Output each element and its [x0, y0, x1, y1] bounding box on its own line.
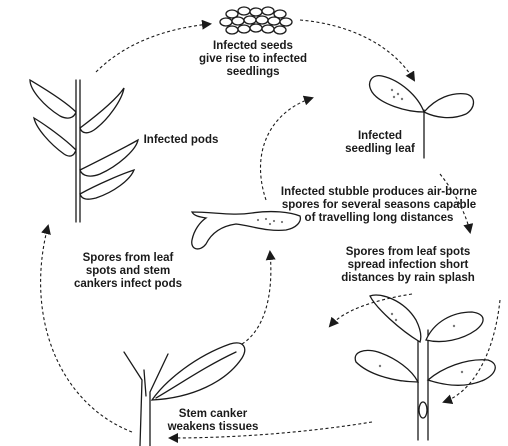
- infected-seeds-label: Infected seeds give rise to infected see…: [158, 40, 348, 79]
- pods-infection-line-3: cankers infect pods: [58, 278, 198, 291]
- infected-seedling-line-1: Infected: [320, 130, 440, 143]
- pods-infection-line-1: Spores from leaf: [58, 252, 198, 265]
- infected-pods-illustration: [30, 80, 138, 222]
- infected-seeds-line-2: give rise to infected: [158, 53, 348, 66]
- rain-splash-label: Spores from leaf spots spread infection …: [318, 246, 498, 285]
- infected-stubble-label: Infected stubble produces air-borne spor…: [250, 186, 508, 225]
- leaf-spot-plant-illustration: [355, 295, 495, 440]
- rain-splash-line-2: spread infection short: [318, 259, 498, 272]
- pods-infection-line-2: spots and stem: [58, 265, 198, 278]
- infected-stubble-line-1: Infected stubble produces air-borne: [250, 186, 508, 199]
- infected-seeds-illustration: [220, 7, 292, 34]
- stem-canker-line-2: weakens tissues: [148, 421, 278, 434]
- pods-infection-label: Spores from leaf spots and stem cankers …: [58, 252, 198, 291]
- infected-seeds-line-1: Infected seeds: [158, 40, 348, 53]
- rain-splash-line-1: Spores from leaf spots: [318, 246, 498, 259]
- stem-canker-label: Stem canker weakens tissues: [148, 408, 278, 434]
- infected-pods-line-1: Infected pods: [126, 134, 236, 147]
- stem-canker-line-1: Stem canker: [148, 408, 278, 421]
- infected-pods-label: Infected pods: [126, 134, 236, 147]
- infected-seedling-line-2: seedling leaf: [320, 143, 440, 156]
- infected-stubble-line-3: of travelling long distances: [250, 212, 508, 225]
- infected-stubble-line-2: spores for several seasons capable: [250, 199, 508, 212]
- infected-seedling-label: Infected seedling leaf: [320, 130, 440, 156]
- infected-seeds-line-3: seedlings: [158, 66, 348, 79]
- rain-splash-line-3: distances by rain splash: [318, 272, 498, 285]
